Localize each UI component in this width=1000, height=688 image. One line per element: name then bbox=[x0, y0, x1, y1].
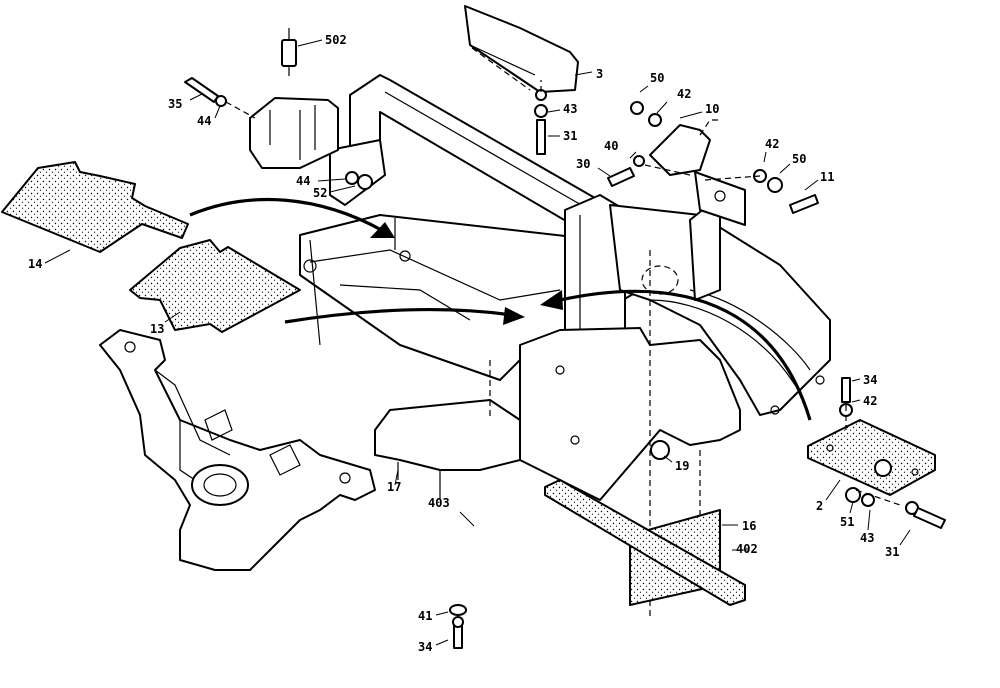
label-40: 40 bbox=[604, 139, 618, 153]
label-30: 30 bbox=[576, 157, 590, 171]
label-42-right: 42 bbox=[765, 137, 779, 151]
label-502: 502 bbox=[325, 33, 347, 47]
label-51: 51 bbox=[840, 515, 854, 529]
label-3: 3 bbox=[596, 67, 603, 81]
label-2: 2 bbox=[816, 499, 823, 513]
fasteners bbox=[184, 77, 946, 649]
label-11: 11 bbox=[820, 170, 834, 184]
label-41: 41 bbox=[418, 609, 432, 623]
label-42: 42 bbox=[677, 87, 691, 101]
label-19: 19 bbox=[675, 459, 689, 473]
label-50-right: 50 bbox=[792, 152, 806, 166]
lift-arm-casting bbox=[99, 329, 376, 571]
main-frame bbox=[299, 74, 831, 620]
label-16: 16 bbox=[742, 519, 756, 533]
label-10: 10 bbox=[705, 102, 719, 116]
bracket-3 bbox=[464, 5, 579, 93]
label-34-bottom: 34 bbox=[418, 640, 432, 654]
label-402: 402 bbox=[736, 542, 758, 556]
callout-labels: 502 3 35 44 50 42 43 10 31 40 30 42 50 1… bbox=[28, 33, 899, 654]
label-13: 13 bbox=[150, 322, 164, 336]
label-44: 44 bbox=[197, 114, 211, 128]
pad-14 bbox=[1, 161, 189, 253]
label-42-lower: 42 bbox=[863, 394, 877, 408]
leader-lines bbox=[44, 39, 911, 646]
label-35: 35 bbox=[168, 97, 182, 111]
plate-10-side bbox=[694, 171, 746, 226]
label-50: 50 bbox=[650, 71, 664, 85]
label-43-lower: 43 bbox=[860, 531, 874, 545]
label-403: 403 bbox=[428, 496, 450, 510]
label-34: 34 bbox=[863, 373, 877, 387]
label-43: 43 bbox=[563, 102, 577, 116]
label-31: 31 bbox=[563, 129, 577, 143]
label-31-lower: 31 bbox=[885, 545, 899, 559]
label-14: 14 bbox=[28, 257, 42, 271]
assembly-arrows bbox=[189, 197, 812, 421]
switch-module bbox=[249, 97, 339, 169]
label-44-lower: 44 bbox=[296, 174, 310, 188]
pad-13 bbox=[129, 239, 301, 333]
strip-402 bbox=[544, 479, 746, 606]
label-52: 52 bbox=[313, 186, 327, 200]
sensor-502 bbox=[281, 28, 297, 76]
bracket-10 bbox=[649, 124, 711, 176]
floor-plate-2 bbox=[807, 419, 936, 496]
label-17: 17 bbox=[387, 480, 401, 494]
